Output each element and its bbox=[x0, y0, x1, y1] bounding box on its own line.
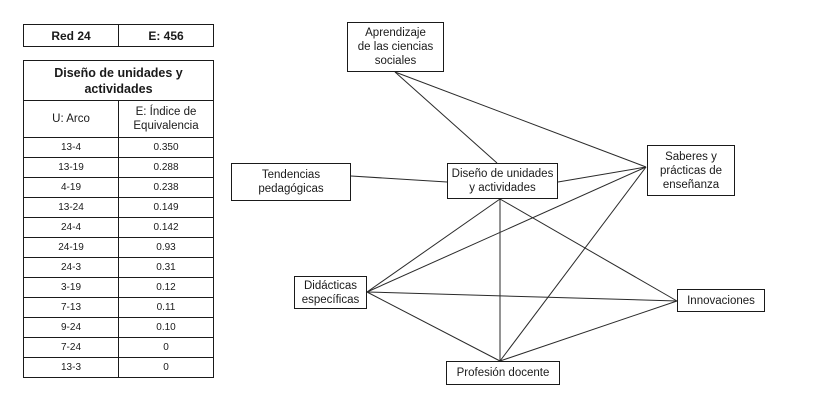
edge-profesion-saberes bbox=[499, 166, 647, 362]
edge-didacticas-profesion bbox=[366, 291, 501, 362]
node-didacticas-especificas: Didácticas específicas bbox=[294, 276, 367, 309]
edge-didacticas-innovaciones bbox=[366, 291, 678, 302]
edge-diseno-innovaciones bbox=[499, 198, 678, 302]
node-tendencias-pedagogicas: Tendencias pedagógicas bbox=[231, 163, 351, 201]
summary-table: Red 24 E: 456 bbox=[23, 24, 214, 47]
edge-aprendizaje-saberes bbox=[394, 71, 647, 168]
edge-tendencias-diseno bbox=[350, 175, 448, 183]
node-diseno-unidades-actividades: Diseño de unidades y actividades bbox=[447, 163, 558, 199]
node-profesion-docente: Profesión docente bbox=[446, 361, 560, 385]
e-value-label: E: 456 bbox=[118, 24, 214, 47]
index-cell: 0 bbox=[118, 357, 214, 378]
node-innovaciones: Innovaciones bbox=[677, 289, 765, 312]
edge-diseno-saberes bbox=[557, 166, 647, 183]
edge-diseno-didacticas bbox=[366, 198, 501, 293]
node-aprendizaje-ciencias-sociales: Aprendizaje de las ciencias sociales bbox=[347, 22, 444, 72]
column-header-index: E: Índice de Equivalencia bbox=[118, 100, 214, 138]
edge-profesion-innovaciones bbox=[499, 300, 678, 362]
arc-table: Diseño de unidades y actividades U: Arco… bbox=[23, 60, 214, 378]
network-label: Red 24 bbox=[23, 24, 119, 47]
edge-didacticas-saberes bbox=[366, 166, 647, 293]
node-saberes-practicas-ensenanza: Saberes y prácticas de enseñanza bbox=[647, 145, 735, 196]
index-cell: 0.142 bbox=[118, 217, 214, 238]
edge-aprendizaje-diseno bbox=[394, 71, 498, 164]
